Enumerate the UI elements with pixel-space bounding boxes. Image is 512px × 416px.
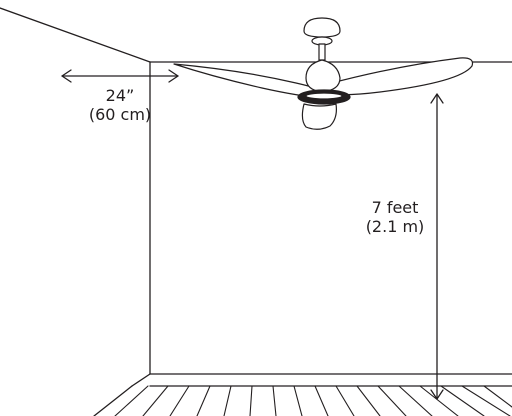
floor-plank — [461, 385, 511, 416]
fan-light-lens — [305, 92, 343, 100]
floor-plank — [196, 385, 211, 416]
wall-clearance-metric: (60 cm) — [88, 105, 152, 124]
floor-clearance-arrowhead-top — [430, 93, 444, 104]
floor-clearance-label: 7 feet (2.1 m) — [350, 198, 440, 236]
floor-plank — [483, 385, 512, 408]
floor-plank — [356, 385, 381, 416]
floor-planks — [114, 385, 512, 416]
floor-plank — [249, 385, 253, 416]
floor-plank — [419, 385, 459, 416]
fan-downrod — [318, 43, 326, 61]
floor-clearance-arrowhead-bottom — [430, 389, 444, 400]
wall-clearance-arrowhead-right — [168, 69, 179, 83]
floor-plank — [223, 385, 232, 416]
fan-blade-front — [301, 103, 337, 130]
floor-plank — [440, 385, 485, 416]
wall-clearance-imperial: 24” — [105, 86, 135, 105]
floor-plank — [335, 385, 355, 416]
floor-plank — [293, 385, 303, 416]
ceiling-corner-edge — [0, 7, 151, 63]
floor-clearance-imperial: 7 feet — [371, 198, 419, 217]
floor-plank — [314, 385, 329, 416]
wall-clearance-arrowhead-left — [61, 69, 72, 83]
floor-plank — [398, 385, 433, 416]
fan-motor-housing — [305, 59, 341, 93]
floor-plank — [114, 385, 149, 416]
floor-plank — [272, 385, 277, 416]
floor-corner-edge — [93, 385, 133, 416]
ceiling-fan-icon — [173, 17, 474, 130]
double-arrow-horizontal-icon — [61, 69, 179, 83]
fan-blade-right — [327, 57, 474, 96]
floor-plank — [169, 385, 190, 416]
wall-clearance-label: 24” (60 cm) — [70, 86, 170, 124]
fan-canopy — [303, 17, 341, 38]
floor-plank — [377, 385, 407, 416]
double-arrow-vertical-icon — [430, 93, 444, 400]
floor-clearance-metric: (2.1 m) — [365, 217, 425, 236]
floor-plank — [142, 385, 169, 416]
baseboard-corner-edge — [131, 373, 151, 387]
